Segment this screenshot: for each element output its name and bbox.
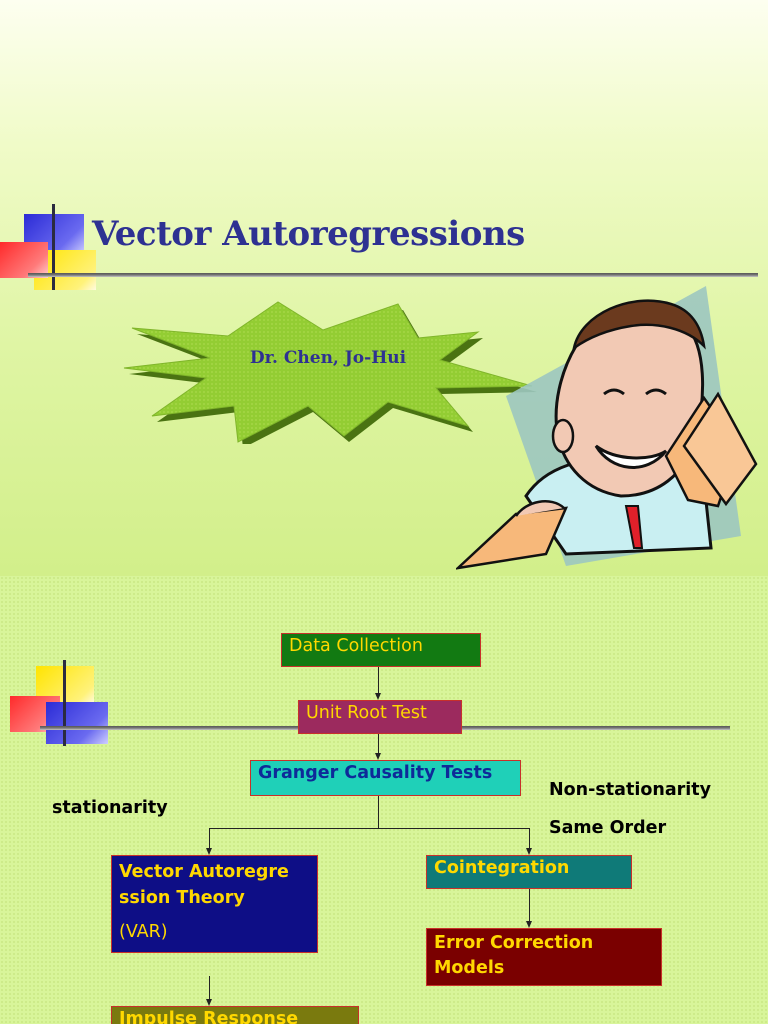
node-label: Granger Causality Tests [258, 763, 492, 783]
label-stationarity: stationarity [52, 798, 168, 818]
node-unit-root-test: Unit Root Test [298, 700, 462, 734]
node-impulse-response: Impulse Response [111, 1006, 359, 1024]
connector-line [378, 796, 379, 828]
arrow-head [375, 753, 381, 760]
node-cointegration: Cointegration [426, 855, 632, 889]
arrow-head [206, 999, 212, 1006]
node-label-line2: Models [434, 956, 654, 981]
node-label: Data Collection [289, 636, 423, 656]
node-label-line1: Error Correction [434, 931, 654, 956]
arrow-head [375, 693, 381, 700]
node-data-collection: Data Collection [281, 633, 481, 667]
vertical-divider [52, 204, 55, 290]
connector-line [378, 667, 379, 693]
connector-line [529, 889, 530, 921]
node-label: Impulse Response [119, 1009, 298, 1024]
node-label: Unit Root Test [306, 703, 427, 723]
arrow-head [206, 848, 212, 855]
arrow-head [526, 921, 532, 928]
connector-line [209, 976, 210, 999]
node-label-line3: (VAR) [119, 919, 310, 945]
label-same-order: Same Order [549, 818, 666, 838]
connector-line [529, 828, 530, 848]
decorative-squares [0, 200, 100, 295]
node-label-line2: ssion Theory [119, 885, 310, 911]
node-granger-causality: Granger Causality Tests [250, 760, 521, 796]
vertical-divider [63, 660, 66, 746]
node-var-theory: Vector Autoregre ssion Theory (VAR) [111, 855, 318, 953]
arrow-head [526, 848, 532, 855]
node-error-correction: Error Correction Models [426, 928, 662, 986]
node-label-line1: Vector Autoregre [119, 859, 310, 885]
decorative-squares [0, 658, 110, 753]
label-non-stationarity: Non-stationarity [549, 780, 711, 800]
cartoon-man-clipart [456, 286, 768, 576]
node-label: Cointegration [434, 858, 569, 878]
flowchart-slide: Data Collection Unit Root Test Granger C… [0, 576, 768, 1024]
title-underline [28, 273, 758, 277]
title-slide: Vector Autoregressions Dr. Chen, Jo-Hui [0, 0, 768, 576]
connector-line [378, 734, 379, 753]
connector-line [209, 828, 529, 829]
slide-title: Vector Autoregressions [92, 214, 525, 254]
connector-line [209, 828, 210, 848]
blue-square [46, 702, 108, 744]
